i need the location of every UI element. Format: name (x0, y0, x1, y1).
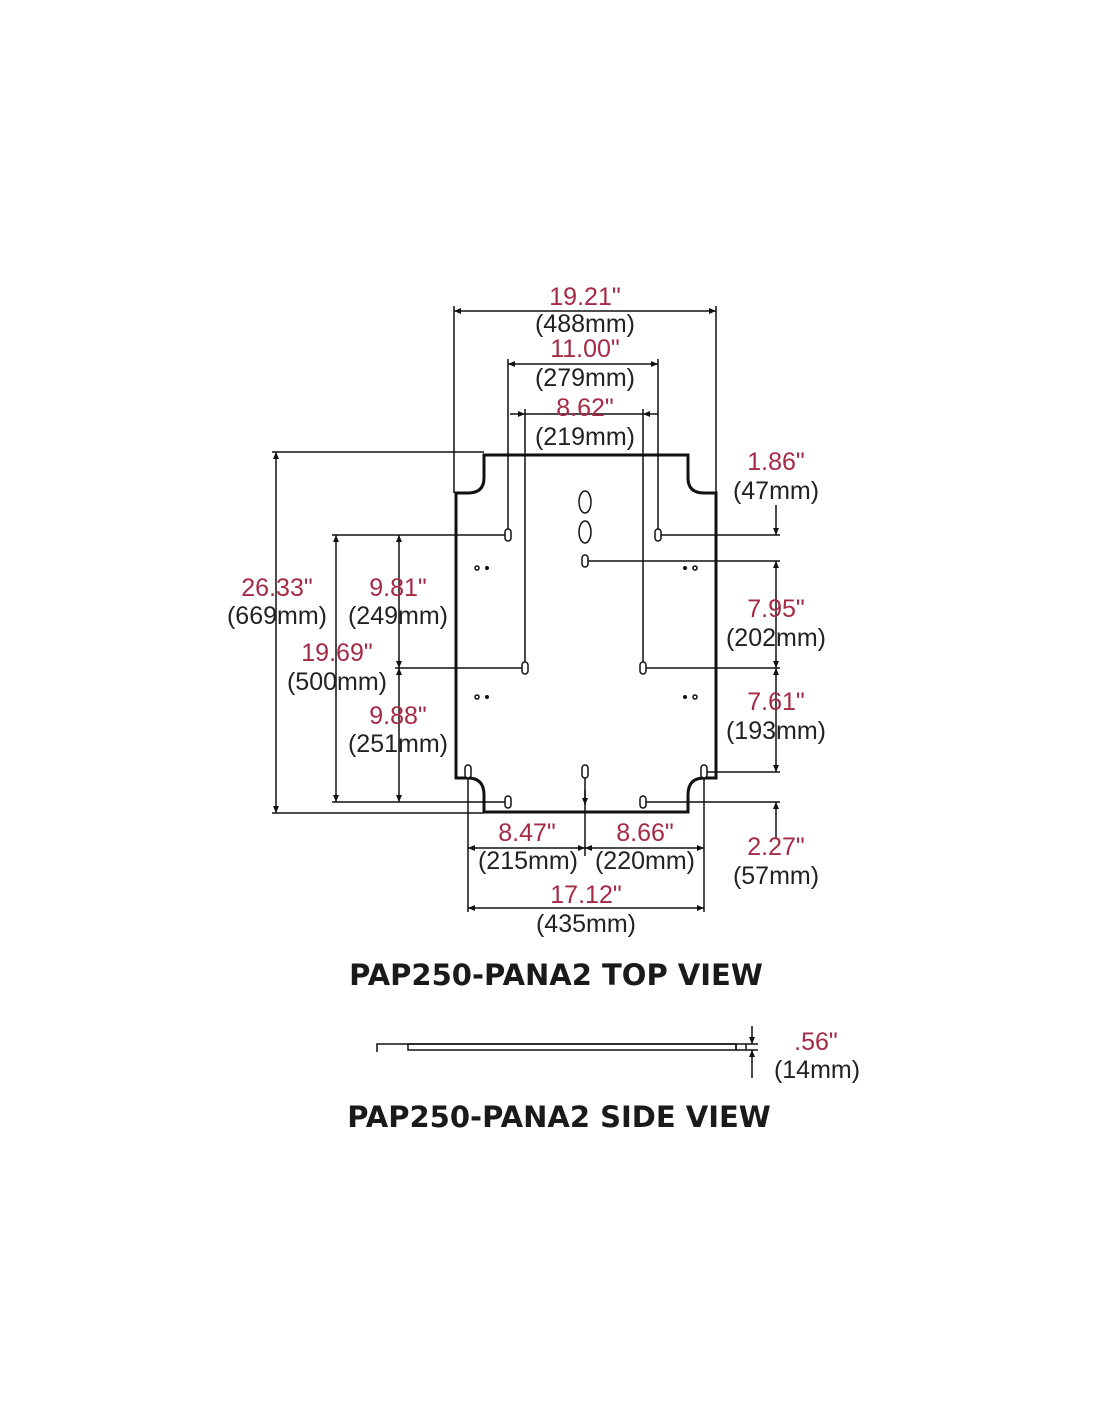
dim-center-to-middle-mm: (202mm) (726, 624, 826, 652)
dim-overall-height-inch: 26.33" (241, 574, 312, 602)
dim-bottom-offset-mm: (57mm) (733, 862, 819, 890)
dimension-lines (272, 306, 780, 912)
dim-hole-vertical-span-inch: 19.69" (301, 639, 372, 667)
side-view-title: PAP250-PANA2 SIDE VIEW (347, 1100, 771, 1134)
dim-bottom-right-span-inch: 8.66" (616, 819, 674, 847)
dim-hole-vertical-span-mm: (500mm) (287, 668, 387, 696)
dim-middle-to-lower-inch: 7.61" (747, 688, 805, 716)
dim-overall-width-mm: (488mm) (535, 310, 635, 338)
dim-overall-height-mm: (669mm) (227, 602, 327, 630)
dim-upper-hole-span-mm: (279mm) (535, 364, 635, 392)
dim-bottom-right-span-mm: (220mm) (595, 847, 695, 875)
dim-bottom-left-span-mm: (215mm) (478, 847, 578, 875)
plate-outline (454, 453, 718, 814)
side-thickness-mm: (14mm) (774, 1056, 860, 1084)
dim-top-offset-mm: (47mm) (733, 477, 819, 505)
dim-top-offset-inch: 1.86" (747, 448, 805, 476)
dim-bottom-left-span-inch: 8.47" (498, 819, 556, 847)
dim-upper-vertical-mm: (249mm) (348, 602, 448, 630)
dim-middle-to-lower-mm: (193mm) (726, 717, 826, 745)
side-view-profile (376, 1026, 758, 1078)
dim-bottom-hole-span-inch: 17.12" (550, 881, 621, 909)
dim-middle-hole-span-mm: (219mm) (535, 423, 635, 451)
dim-upper-vertical-inch: 9.81" (369, 574, 427, 602)
top-view-title: PAP250-PANA2 TOP VIEW (349, 958, 763, 992)
dim-lower-vertical-mm: (251mm) (348, 730, 448, 758)
side-thickness-inch: .56" (794, 1028, 838, 1056)
dim-upper-hole-span-inch: 11.00" (550, 335, 620, 363)
dim-lower-vertical-inch: 9.88" (369, 702, 427, 730)
dim-bottom-offset-inch: 2.27" (747, 833, 805, 861)
dim-center-to-middle-inch: 7.95" (747, 595, 805, 623)
dim-bottom-hole-span-mm: (435mm) (536, 910, 636, 938)
dim-overall-width-inch: 19.21" (549, 283, 620, 311)
dim-middle-hole-span-inch: 8.62" (556, 394, 614, 422)
